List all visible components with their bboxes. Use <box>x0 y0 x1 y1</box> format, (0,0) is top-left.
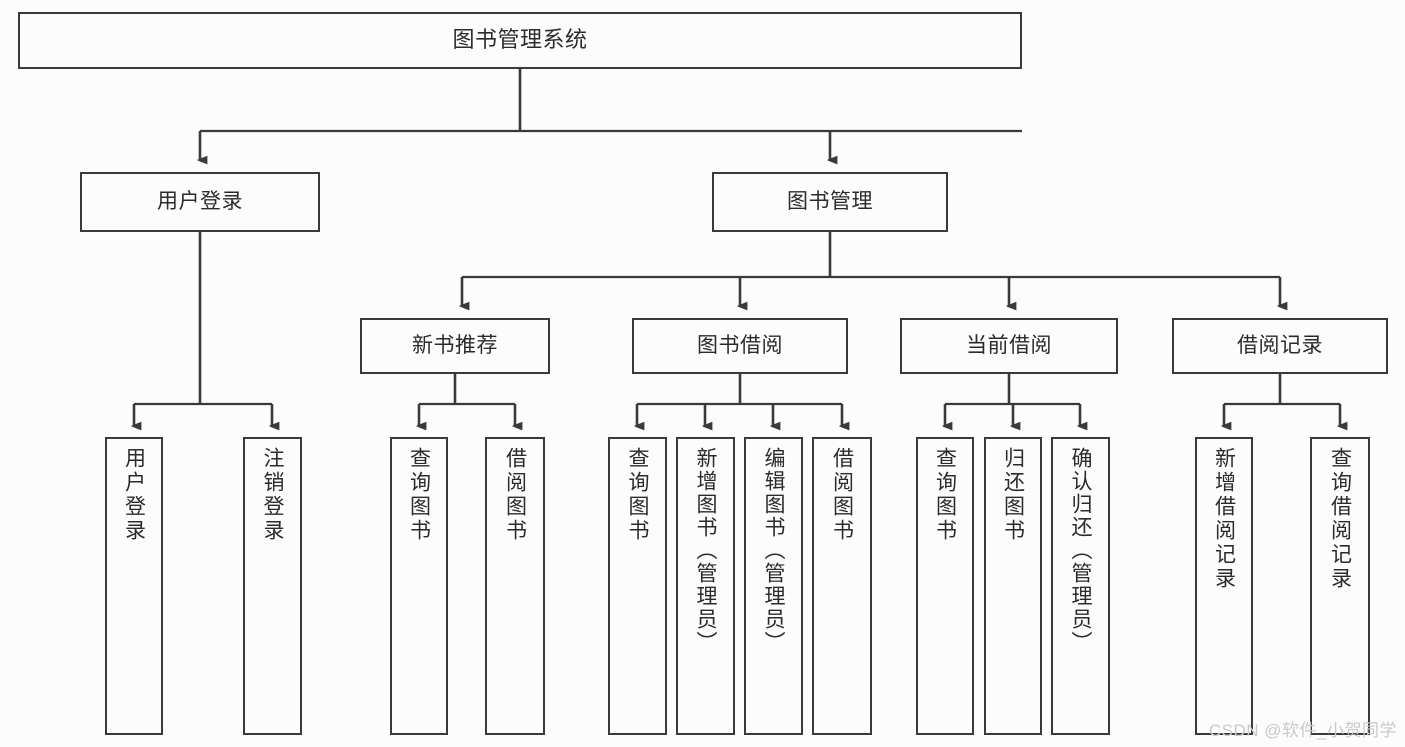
node-new-book-rec-label: 新书推荐 <box>412 334 498 358</box>
node-book-borrow-label: 图书借阅 <box>697 334 783 358</box>
node-borrow-record[interactable]: 借阅记录 <box>1172 318 1388 374</box>
leaf-user-login[interactable]: 用户登录 <box>105 437 163 735</box>
node-current-borrow[interactable]: 当前借阅 <box>900 318 1118 374</box>
leaf-query-book-2[interactable]: 查询图书 <box>608 437 667 735</box>
leaf-query-book-1-label: 查询图书 <box>407 447 431 543</box>
node-borrow-record-label: 借阅记录 <box>1237 334 1323 358</box>
csdn-watermark: CSDN @软件_小贺同学 <box>1208 721 1397 740</box>
leaf-borrow-book-2-label: 借阅图书 <box>830 447 854 543</box>
node-root-label: 图书管理系统 <box>452 27 588 53</box>
node-current-borrow-label: 当前借阅 <box>966 334 1052 358</box>
leaf-query-book-3[interactable]: 查询图书 <box>916 437 974 735</box>
node-user-login[interactable]: 用户登录 <box>80 172 320 232</box>
leaf-borrow-book-1[interactable]: 借阅图书 <box>485 437 545 735</box>
node-user-login-label: 用户登录 <box>157 190 243 214</box>
leaf-confirm-return-label: 确认归还（管理员） <box>1069 447 1092 654</box>
node-book-manage-label: 图书管理 <box>787 190 873 214</box>
node-root[interactable]: 图书管理系统 <box>18 12 1022 69</box>
leaf-add-book[interactable]: 新增图书（管理员） <box>676 437 735 735</box>
leaf-return-book-label: 归还图书 <box>1001 447 1025 543</box>
leaf-user-login-label: 用户登录 <box>122 447 146 543</box>
leaf-edit-book-label: 编辑图书（管理员） <box>762 447 785 654</box>
leaf-add-record[interactable]: 新增借阅记录 <box>1195 437 1253 735</box>
leaf-query-book-3-label: 查询图书 <box>933 447 957 543</box>
leaf-borrow-book-1-label: 借阅图书 <box>503 447 527 543</box>
leaf-add-record-label: 新增借阅记录 <box>1212 447 1236 591</box>
node-book-manage[interactable]: 图书管理 <box>712 172 948 232</box>
leaf-return-book[interactable]: 归还图书 <box>984 437 1042 735</box>
leaf-query-record[interactable]: 查询借阅记录 <box>1310 437 1370 735</box>
leaf-query-book-2-label: 查询图书 <box>626 447 649 543</box>
leaf-query-book-1[interactable]: 查询图书 <box>390 437 448 735</box>
leaf-query-record-label: 查询借阅记录 <box>1328 447 1352 591</box>
node-book-borrow[interactable]: 图书借阅 <box>632 318 848 374</box>
node-new-book-rec[interactable]: 新书推荐 <box>360 318 550 374</box>
leaf-user-logout[interactable]: 注销登录 <box>243 437 302 735</box>
leaf-confirm-return[interactable]: 确认归还（管理员） <box>1051 437 1110 735</box>
leaf-borrow-book-2[interactable]: 借阅图书 <box>812 437 872 735</box>
leaf-user-logout-label: 注销登录 <box>261 447 284 543</box>
leaf-add-book-label: 新增图书（管理员） <box>694 447 717 654</box>
leaf-edit-book[interactable]: 编辑图书（管理员） <box>744 437 803 735</box>
